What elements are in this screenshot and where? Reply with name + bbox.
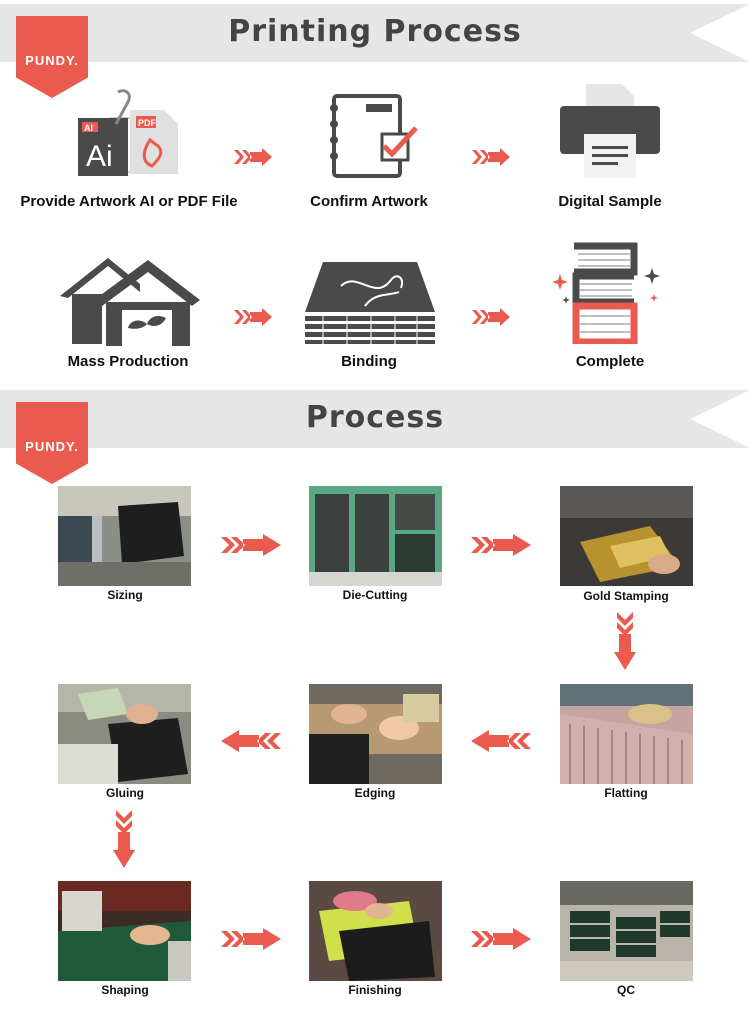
step-label: Mass Production <box>67 353 189 370</box>
ai-pdf-files-icon: PDF AI Ai <box>72 88 182 180</box>
printing-process-banner: Printing Process <box>0 4 750 62</box>
banner-notch <box>690 4 750 62</box>
step-caption: Shaping <box>101 983 149 997</box>
book-binding-icon <box>305 262 435 344</box>
shaping-photo <box>58 881 191 981</box>
step-caption: Die-Cutting <box>342 588 408 602</box>
printing-process-title: Printing Process <box>228 14 522 49</box>
gluing-photo <box>58 684 191 784</box>
edging-photo <box>309 684 442 784</box>
arrow-right-icon <box>234 308 272 331</box>
arrow-left-icon <box>471 730 531 757</box>
step-caption: QC <box>617 983 635 997</box>
factory-house-icon <box>60 258 200 346</box>
step-label: Complete <box>575 353 645 370</box>
process-banner: Process <box>0 390 750 448</box>
step-label: Digital Sample <box>558 193 662 210</box>
arrow-right-icon <box>472 148 510 171</box>
svg-text:AI: AI <box>84 123 93 133</box>
step-caption: Gluing <box>106 786 144 800</box>
svg-text:Ai: Ai <box>86 140 113 173</box>
checklist-notebook-icon <box>326 92 422 180</box>
pundy-logo: PUNDY. <box>16 16 88 98</box>
step-label: Provide Artwork AI or PDF File <box>20 193 238 210</box>
banner-notch <box>690 390 750 448</box>
stacked-books-icon <box>552 238 664 346</box>
sizing-photo <box>58 486 191 586</box>
arrow-down-icon <box>113 810 135 873</box>
printer-icon <box>560 84 660 180</box>
arrow-right-icon <box>234 148 272 171</box>
svg-text:PDF: PDF <box>138 118 157 128</box>
step-label: Binding <box>341 353 397 370</box>
qc-photo <box>560 881 693 981</box>
step-caption: Flatting <box>604 786 648 800</box>
step-caption: Edging <box>354 786 396 800</box>
arrow-right-icon <box>471 534 531 561</box>
arrow-down-icon <box>614 612 636 675</box>
step-label: Confirm Artwork <box>310 193 428 210</box>
process-title: Process <box>305 400 445 435</box>
step-caption: Sizing <box>107 588 143 602</box>
gold-stamping-photo <box>560 486 693 586</box>
arrow-left-icon <box>221 730 281 757</box>
flatting-photo <box>560 684 693 784</box>
arrow-right-icon <box>471 928 531 955</box>
arrow-right-icon <box>221 928 281 955</box>
arrow-right-icon <box>221 534 281 561</box>
finishing-photo <box>309 881 442 981</box>
step-caption: Gold Stamping <box>583 589 669 603</box>
arrow-right-icon <box>472 308 510 331</box>
pundy-logo: PUNDY. <box>16 402 88 484</box>
die-cutting-photo <box>309 486 442 586</box>
step-caption: Finishing <box>348 983 402 997</box>
